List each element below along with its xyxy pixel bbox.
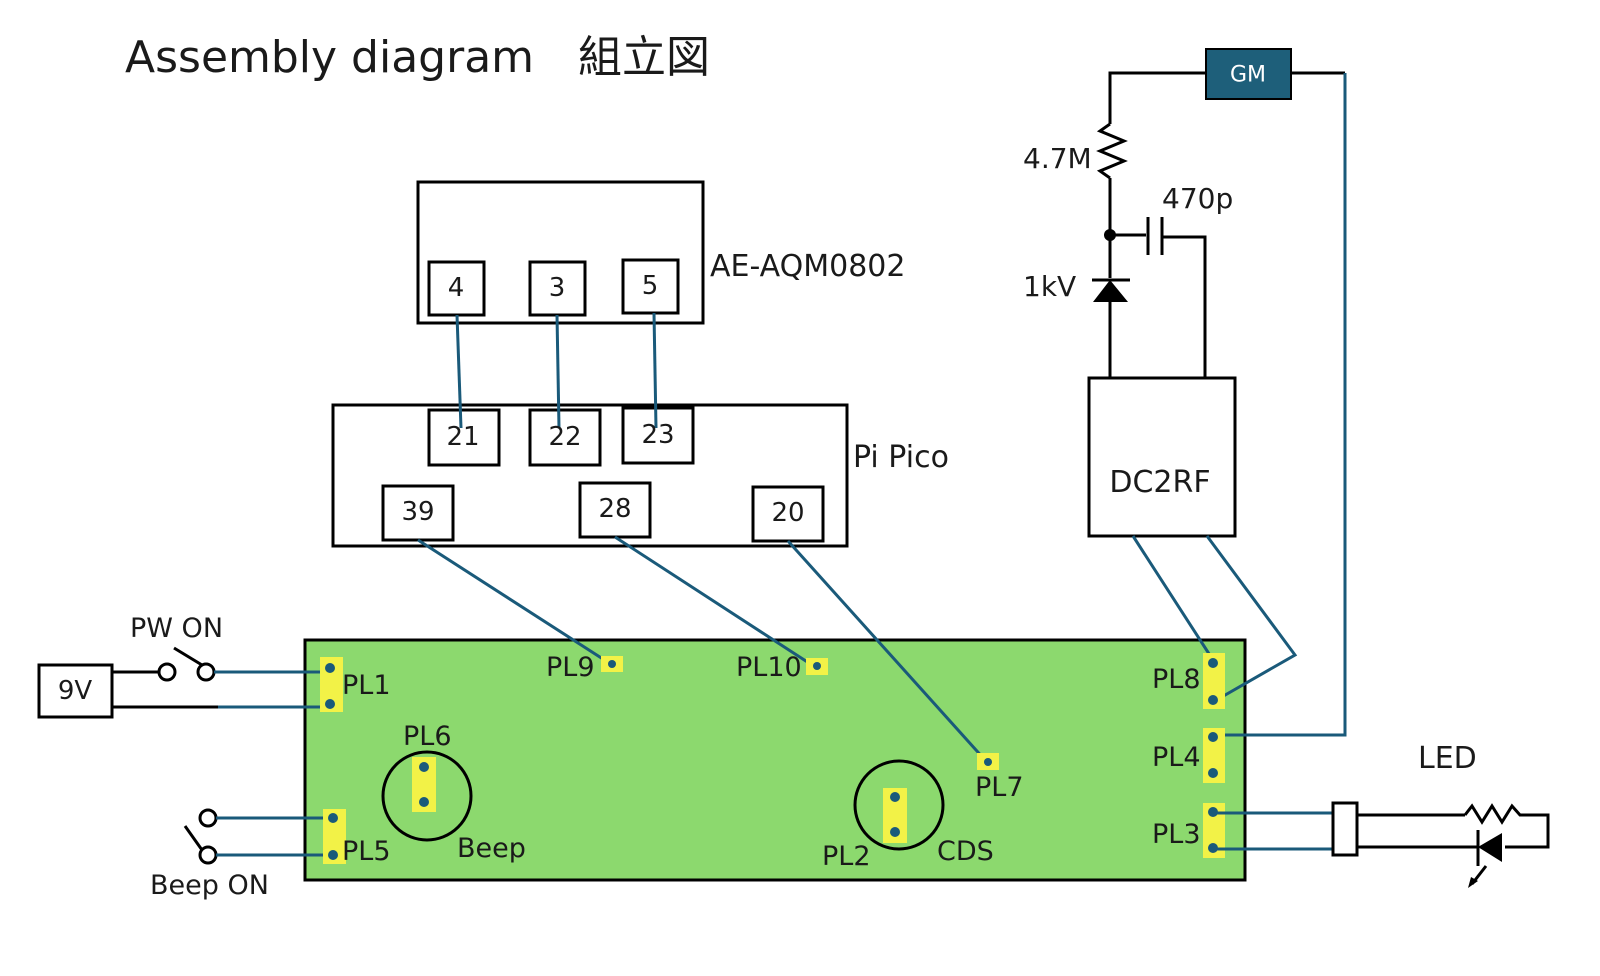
resistor-symbol: [1096, 122, 1128, 180]
led-emission-arrowhead: [1468, 877, 1478, 888]
beep-label: Beep: [457, 833, 526, 864]
pad-hole: [984, 758, 992, 766]
pico-pin-label: 20: [771, 498, 804, 528]
lcd-pin-label: 3: [549, 273, 566, 303]
pad-hole: [325, 663, 335, 673]
connector-pl5-label: PL5: [342, 836, 391, 867]
page-title: Assembly diagram 組立図: [125, 32, 710, 83]
beep-buzzer: [381, 750, 473, 842]
wire-lcd3-pico22: [555, 314, 561, 429]
pico-pin-label: 23: [641, 420, 674, 450]
pad-hole: [1208, 768, 1218, 778]
switch-lever: [173, 646, 203, 667]
connector-pl6-label: PL6: [403, 721, 452, 752]
resistor-label: 4.7M: [1023, 142, 1092, 175]
battery-label: 9V: [58, 676, 93, 706]
pico-pin-box: [427, 408, 501, 467]
power-switch-label: PW ON: [130, 613, 223, 644]
lcd-pin-box: [528, 260, 587, 317]
pico-pin-box: [621, 406, 695, 465]
pad-hole: [890, 792, 900, 802]
connector-pl10-label: PL10: [736, 652, 802, 683]
led-resistor-symbol: [1463, 803, 1550, 849]
pad-hole: [890, 827, 900, 837]
lcd-pin-label: 5: [642, 271, 659, 301]
lcd-pin-label: 4: [448, 273, 465, 303]
wire-dc2rf-pl8a: [1131, 535, 1215, 661]
switch-contact: [198, 808, 218, 828]
lcd-pin-box: [427, 260, 486, 317]
pico-pin-label: 28: [598, 494, 631, 524]
beep-switch-label: Beep ON: [150, 870, 269, 901]
connector-pl2-label: PL2: [822, 841, 871, 872]
pico-pin-box: [381, 484, 455, 542]
gm-tube: [1205, 48, 1292, 100]
led-connector: [1331, 801, 1359, 857]
dc2rf-label: DC2RF: [1109, 465, 1210, 500]
lcd-module-label: AE-AQM0802: [710, 249, 905, 284]
battery: [37, 663, 114, 719]
wire-gm-pl4: [1213, 73, 1347, 737]
lcd-module: 4 3 5: [416, 180, 705, 325]
connector-pl1: [320, 657, 343, 712]
pico-pin-label: 22: [548, 422, 581, 452]
cds-label: CDS: [937, 836, 994, 867]
switch-contact: [196, 662, 216, 682]
wire-lcd5-pico23: [652, 312, 658, 429]
pad-hole: [1208, 658, 1218, 668]
pad-hole: [813, 662, 821, 670]
pad-hole: [325, 699, 335, 709]
lcd-pin-box: [621, 258, 680, 315]
connector-pl7-label: PL7: [975, 772, 1024, 803]
dc2rf-module: [1087, 376, 1237, 538]
pico-pin-label: 21: [446, 422, 479, 452]
wire-lcd4-pico21: [455, 314, 463, 429]
switch-lever: [183, 825, 204, 851]
capacitor-label: 470p: [1162, 182, 1233, 215]
connector-pl3-label: PL3: [1152, 819, 1201, 850]
pad-hole: [328, 813, 338, 823]
pad-hole: [1208, 695, 1218, 705]
wire-pico20-pl7: [786, 539, 987, 762]
switch-contact: [157, 662, 177, 682]
connector-pl3: [1203, 803, 1225, 858]
pad-hole: [608, 660, 616, 668]
connector-pl8-label: PL8: [1152, 664, 1201, 695]
diode-symbol: [1093, 280, 1128, 302]
pico-pin-box: [578, 481, 652, 539]
led-diode-symbol: [1478, 833, 1502, 862]
gm-tube-label: GM: [1230, 63, 1266, 88]
connector-pl9-label: PL9: [546, 652, 595, 683]
led-label: LED: [1418, 741, 1477, 776]
connector-pl1-label: PL1: [342, 670, 391, 701]
wire-pico28-pl10: [614, 535, 813, 667]
wire-dc2rf-pl8b: [1205, 535, 1298, 704]
wire-capacitor-dc2rf: [1162, 235, 1207, 378]
cds-sensor: [853, 759, 945, 851]
wire-pico39-pl9: [417, 538, 621, 672]
pad-hole: [419, 797, 429, 807]
pico-pin-box: [528, 408, 602, 467]
pico-pin-label: 39: [401, 497, 434, 527]
connector-pl8: [1203, 653, 1225, 709]
connector-pl4: [1203, 728, 1225, 783]
pad-hole: [1208, 732, 1218, 742]
pico-module: [331, 403, 849, 548]
pico-module-label: Pi Pico: [853, 440, 949, 475]
connector-pl4-label: PL4: [1152, 742, 1201, 773]
diode-label: 1kV: [1023, 270, 1076, 303]
pad-hole: [328, 850, 338, 860]
pad-hole: [419, 762, 429, 772]
connector-pl5: [323, 809, 346, 864]
main-board: [303, 638, 1247, 882]
wire-gm-left: [1108, 71, 1206, 124]
